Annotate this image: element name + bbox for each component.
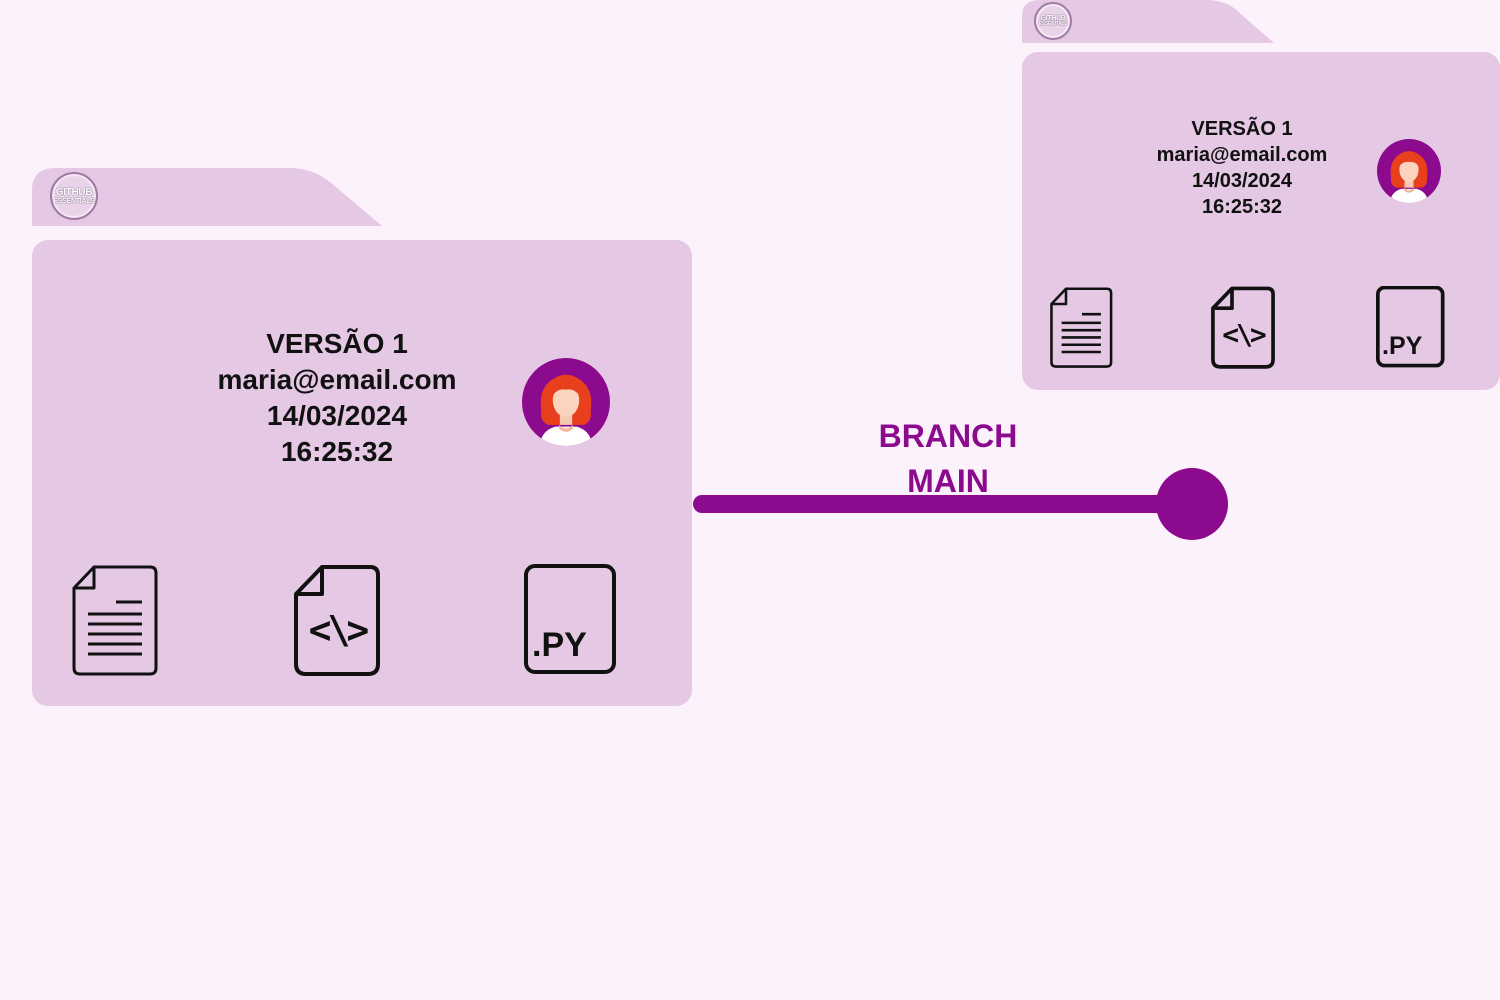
github-essentials-logo: GITHUB ESSENTIALS	[1034, 2, 1072, 40]
commit-date: 14/03/2024	[266, 400, 408, 431]
logo-text-line1: GITHUB	[55, 186, 93, 198]
logo-text-line2: ESSENTIALS	[1038, 21, 1068, 27]
version-label: VERSÃO 1	[1191, 118, 1293, 140]
code-glyph: <\>	[308, 608, 370, 652]
code-file-icon: <\>	[292, 564, 382, 678]
commit-time: 16:25:32	[1201, 196, 1283, 218]
python-file-icon: .PY	[524, 564, 618, 678]
commit-metadata: VERSÃO 1 maria@email.com 14/03/2024 16:2…	[182, 326, 492, 470]
folder-tab	[1022, 0, 1274, 43]
py-label: .PY	[532, 626, 587, 664]
branch-label-line2: MAIN	[907, 463, 989, 499]
author-email: maria@email.com	[1156, 144, 1328, 166]
version-label: VERSÃO 1	[266, 328, 408, 359]
author-email: maria@email.com	[217, 364, 457, 395]
user-avatar-icon	[1377, 136, 1441, 206]
commit-date: 14/03/2024	[1191, 170, 1293, 192]
python-file-icon: .PY	[1376, 286, 1446, 370]
branch-label: BRANCH MAIN	[848, 414, 1048, 504]
github-essentials-logo: GITHUB ESSENTIALS	[50, 172, 98, 220]
text-file-icon	[1050, 287, 1113, 368]
text-file-icon	[72, 565, 158, 676]
folder-body	[1022, 52, 1500, 390]
commit-metadata: VERSÃO 1 maria@email.com 14/03/2024 16:2…	[1132, 116, 1352, 220]
logo-text-line2: ESSENTIALS	[53, 197, 95, 205]
main-version-folder: GITHUB ESSENTIALS VERSÃO 1 maria@email.c…	[32, 168, 692, 706]
commit-time: 16:25:32	[280, 436, 394, 467]
branch-node	[1156, 468, 1228, 540]
code-file-icon: <\>	[1210, 286, 1276, 370]
py-label: .PY	[1382, 332, 1423, 360]
logo-text-line1: GITHUB	[1040, 15, 1066, 22]
folder-body	[32, 240, 692, 706]
branch-version-folder: GITHUB ESSENTIALS VERSÃO 1 maria@email.c…	[1022, 0, 1500, 390]
branch-label-line1: BRANCH	[878, 418, 1018, 454]
code-glyph: <\>	[1222, 318, 1267, 351]
folder-tab	[32, 168, 382, 226]
